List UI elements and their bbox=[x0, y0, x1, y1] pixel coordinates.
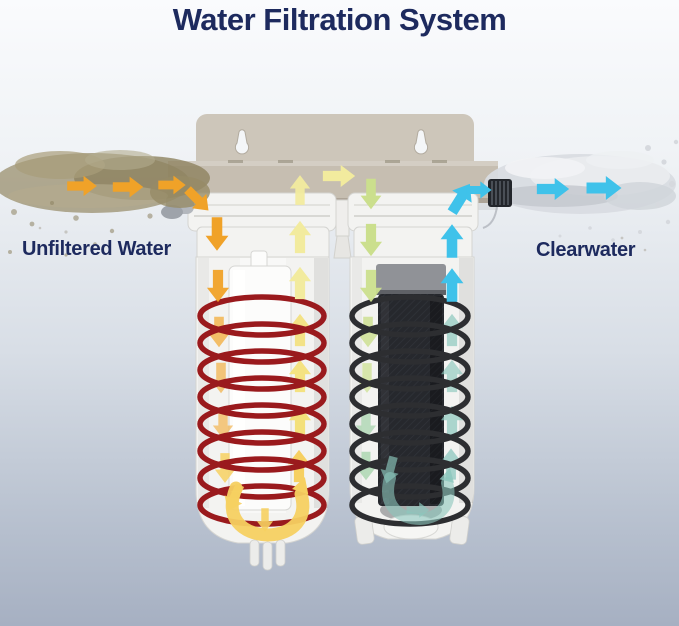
label-unfiltered-water: Unfiltered Water bbox=[22, 238, 171, 260]
left-bottom-uturn-arrow bbox=[219, 474, 313, 542]
right-canister-feet bbox=[354, 515, 470, 545]
page-title: Water Filtration System bbox=[172, 2, 507, 37]
clear-water-splash bbox=[484, 139, 679, 242]
carbon-cartridge-cap bbox=[376, 264, 446, 295]
outlet-fitting bbox=[482, 179, 512, 229]
label-clearwater: Clearwater bbox=[536, 239, 636, 261]
left-canister-cap bbox=[187, 192, 337, 232]
clear-droplets bbox=[558, 139, 679, 242]
background-speckles bbox=[38, 226, 647, 257]
murky-droplets bbox=[8, 201, 153, 257]
center-connector bbox=[333, 199, 352, 259]
carbon-spiral-coil bbox=[349, 294, 471, 527]
left-canister-drain-stubs bbox=[249, 539, 286, 571]
right-bottom-uturn-arrow bbox=[377, 454, 458, 526]
carbon-cartridge bbox=[376, 264, 446, 506]
murky-water-splash bbox=[0, 150, 210, 257]
bracket-screw-marks bbox=[228, 160, 447, 163]
